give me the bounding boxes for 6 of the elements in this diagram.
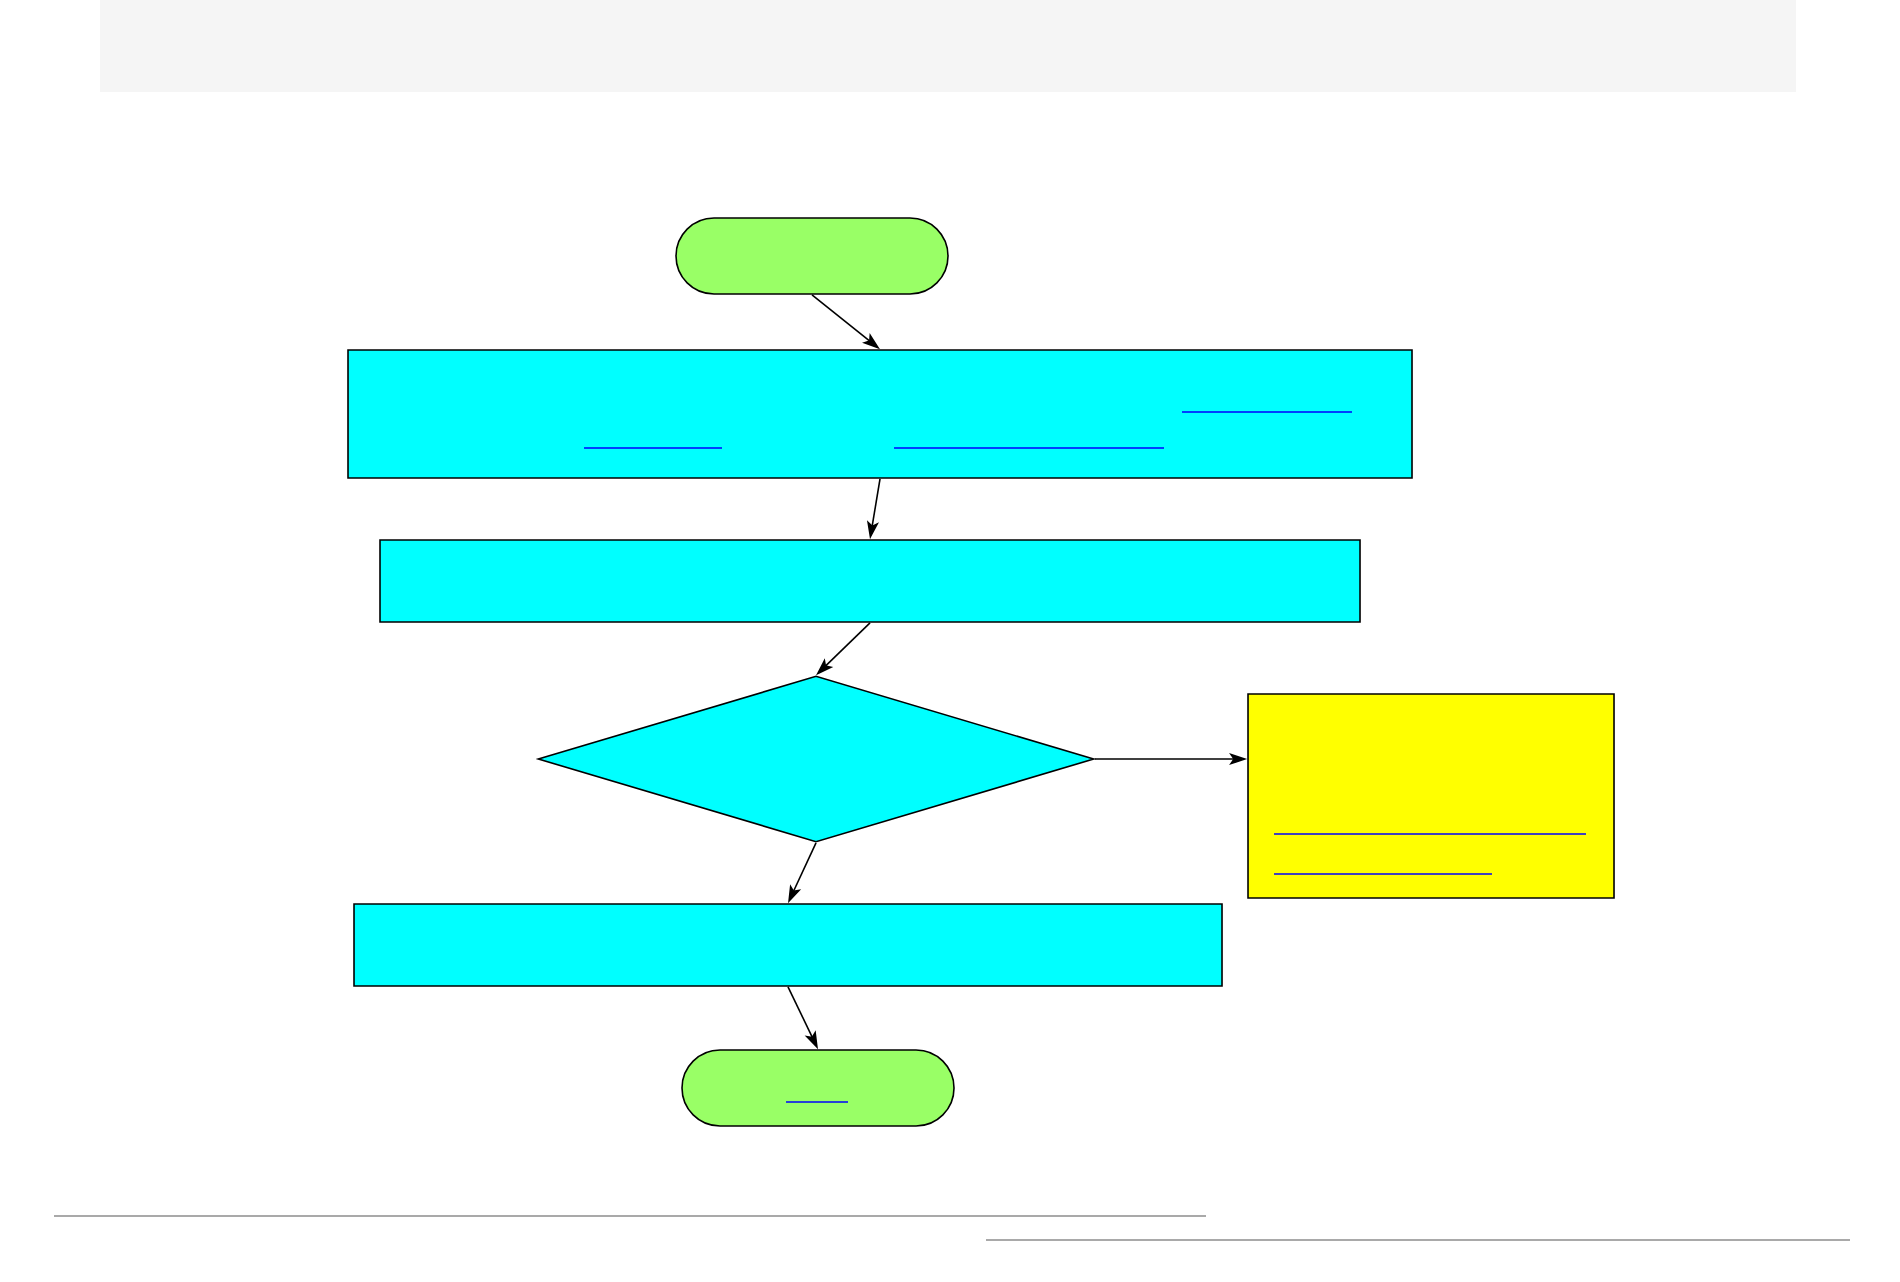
terminal-shape	[675, 217, 949, 295]
process-box	[353, 903, 1223, 987]
process-box	[379, 539, 1361, 623]
process-box	[1247, 693, 1615, 899]
process-box	[347, 349, 1413, 479]
terminal-shape	[681, 1049, 955, 1127]
